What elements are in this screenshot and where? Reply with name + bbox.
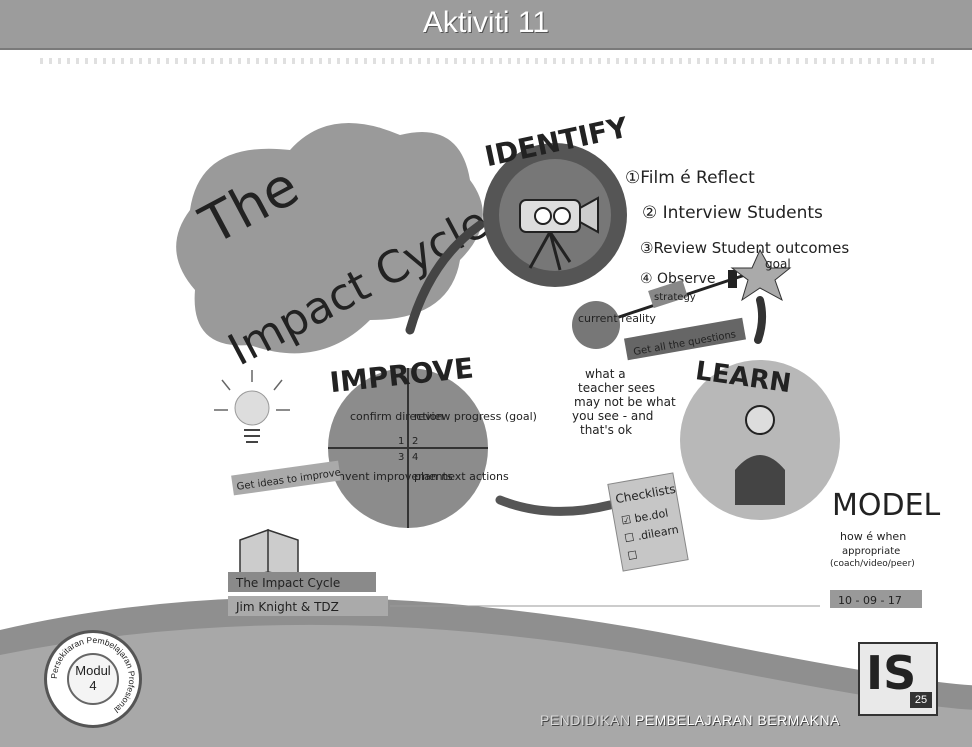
sketch-date: 10 - 09 - 17 [838, 594, 902, 607]
light-rays-icon [214, 370, 290, 411]
connector-identify-learn [754, 296, 767, 344]
camera-reel-icon [534, 207, 552, 225]
person-icon [735, 455, 785, 505]
idea-banner [231, 460, 341, 496]
book-icon [239, 528, 299, 579]
checklist-item-3: ☐ [627, 548, 639, 563]
improve-cell-2: review progress (goal) [414, 410, 537, 423]
book-author-box [228, 596, 388, 616]
learn-circle [680, 360, 840, 520]
improve-cell-1: confirm direction [350, 410, 443, 423]
book-title: The Impact Cycle [235, 576, 340, 590]
person-head-icon [745, 405, 775, 435]
strategy-label: strategy [654, 292, 696, 303]
modul-badge: Persekitaran Pembelajaran Profesional Mo… [44, 630, 142, 728]
strategy-note-box [624, 317, 746, 361]
lightbulb-icon [234, 390, 270, 426]
improve-num-2: 2 [412, 436, 418, 447]
footer-main: PEMBELAJARAN BERMAKNA [634, 712, 840, 728]
logo-number: 25 [910, 692, 932, 708]
connector-improve-learn [495, 495, 615, 516]
teacher-note-line5: that's ok [580, 423, 632, 437]
model-note-1: how é when [840, 530, 906, 543]
improve-cell-3: invent improvements [335, 470, 453, 483]
teacher-note-line2: teacher sees [578, 381, 655, 395]
scan-noise [40, 58, 940, 64]
title-cloud [176, 123, 483, 354]
identify-item-1: ①Film é Reflect [625, 168, 755, 188]
improve-cell-4: plan next actions [414, 470, 509, 483]
identify-item-2: ② Interview Students [642, 203, 823, 223]
logo: IS 25 [858, 642, 938, 716]
badge-label: Modul [75, 663, 111, 678]
teacher-note-line1: what a [585, 367, 626, 381]
model-title: MODEL [832, 488, 941, 523]
teacher-note-line4: you see - and [572, 409, 653, 423]
current-reality-label: current reality [578, 312, 656, 325]
strategy-box [648, 279, 688, 309]
camera-lens-icon [579, 196, 599, 234]
footer-prefix: PENDIDIKAN [540, 712, 631, 728]
model-note-3: (coach/video/peer) [830, 559, 915, 569]
connector-improve-identify [405, 220, 485, 335]
reality-circle [572, 301, 620, 349]
identify-item-3: ③Review Student outcomes [640, 239, 849, 257]
improve-num-4: 4 [412, 452, 418, 463]
title-bar: Aktiviti 11 [0, 0, 972, 50]
teacher-note-line3: may not be what [574, 395, 676, 409]
star-icon [730, 248, 792, 302]
identify-item-4: ④ Observe [640, 271, 715, 287]
badge-number: 4 [89, 678, 97, 693]
date-box [830, 590, 922, 608]
slide-title: Aktiviti 11 [422, 6, 550, 39]
improve-num-3: 3 [398, 452, 404, 463]
tripod-icon [528, 231, 572, 271]
logo-letters: IS [866, 646, 917, 700]
book-title-box [228, 572, 376, 592]
goal-label: goal [765, 257, 791, 271]
book-author: Jim Knight & TDZ [235, 600, 339, 614]
camera-reel-icon [553, 207, 571, 225]
badge-center: Modul 4 [67, 653, 119, 705]
footer-text: PENDIDIKAN PEMBELAJARAN BERMAKNA [540, 712, 840, 728]
checklist-card [607, 472, 689, 572]
model-note-2: appropriate [842, 546, 900, 557]
improve-num-1: 1 [398, 436, 404, 447]
lightbulb-base-icon [244, 429, 260, 443]
footer-wave-light [0, 624, 972, 747]
